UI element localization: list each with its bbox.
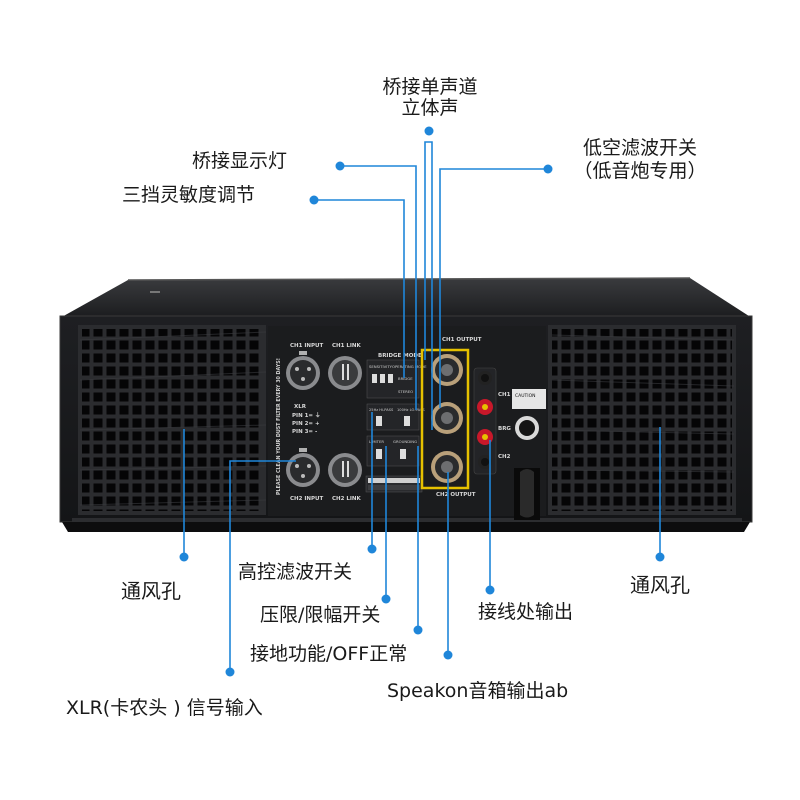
chassis-top-cover [60,278,752,318]
caution-sticker [512,389,546,409]
sensitivity-print: SENSITIVITY [369,364,393,369]
bridge-mode-label-line1: 桥接单声道 [382,76,478,98]
ch1-input-label: CH1 INPUT [290,343,324,349]
xlr-pinout-title: XLR [294,404,307,410]
bridge-mode-leader [424,141,433,430]
ch2-link-label: CH2 LINK [332,496,362,502]
low-cut-dot [543,164,553,174]
speakon-label: Speakon音箱输出ab [387,680,569,702]
xlr-dot [225,667,235,677]
high-pass-dot [367,544,377,554]
ch2-input-label: CH2 INPUT [290,496,324,502]
binding-post-dot [485,585,495,595]
low-cut-label-line2: （低音炮专用） [573,160,707,182]
caution-print: CAUTION [515,393,536,399]
limiter-dot [381,594,391,604]
grounding-print: GROUNDING [393,439,417,444]
bridge-indicator-leader [340,165,417,410]
bridge-mode-label-line2: 立体声 [401,97,459,119]
sensitivity-label: 三挡灵敏度调节 [122,184,256,206]
stereo-print: STEREO [398,389,413,394]
low-cut-leader [439,168,548,408]
xlr-label: XLR(卡农头 ) 信号输入 [66,697,263,719]
xlr-leader [229,460,296,672]
ground-dot [413,625,423,635]
speakon-ch2 [431,451,463,483]
vent-left-dot [179,552,189,562]
bridge-mode-dot [424,126,434,136]
sensitivity-dot [309,195,319,205]
ch1-output-label: CH1 OUTPUT [442,337,482,343]
ground-label: 接地功能/OFF正常 [250,643,408,665]
speakon-bridge [431,402,463,434]
speakon-highlight-frame [420,348,470,490]
speakon-outputs [420,348,470,490]
ch2-link-xlr [328,453,362,487]
xlr-pin2: PIN 2= + [292,421,320,427]
bridge-indicator-dot [335,161,345,171]
ch2-output-label: CH2 OUTPUT [436,492,476,498]
ch1-post-label: CH1 [498,392,511,398]
vent-right-label: 通风孔 [630,573,690,597]
sensitivity-leader [314,199,405,378]
operating-mode-print: OPERATING MODE [392,364,427,369]
circuit-breaker [515,416,539,440]
limiter-label: 压限/限幅开关 [260,604,381,626]
bridge-print: BRIDGE [398,376,413,381]
bridge-indicator-label: 桥接显示灯 [192,150,288,172]
limiter-print: LIMITER [369,439,384,444]
xlr-pin3: PIN 3= - [292,429,317,435]
lpf-print: 100Hz LO-PASS [397,408,425,412]
high-pass-label: 高控滤波开关 [238,561,353,583]
vent-right-dot [655,552,665,562]
brg-post-label: BRG [498,426,511,432]
speakon-ch1 [431,354,463,386]
dust-filter-notice: PLEASE CLEAN YOUR DUST FILTER EVERY 30 D… [276,358,282,495]
left-vent-grille [78,325,267,515]
binding-post-label: 接线处输出 [478,601,574,623]
ch2-post-label: CH2 [498,454,511,460]
ch1-input-xlr [286,351,320,390]
dip-switch-area: SENSITIVITY OPERATING MODE BRIDGE STEREO… [365,359,427,493]
vent-left-label: 通风孔 [121,579,181,603]
low-cut-label-line1: 低空滤波开关 [582,137,697,159]
ch1-link-xlr [328,356,362,390]
right-vent-grille [548,325,736,515]
speakon-dot [443,650,453,660]
xlr-pin1: PIN 1= ⏚ [292,412,320,419]
bridge-mode-label: BRIDGE MODE [378,353,422,359]
ch1-link-label: CH1 LINK [332,343,362,349]
hpf-print: 25Hz Hi-PASS [369,408,394,412]
